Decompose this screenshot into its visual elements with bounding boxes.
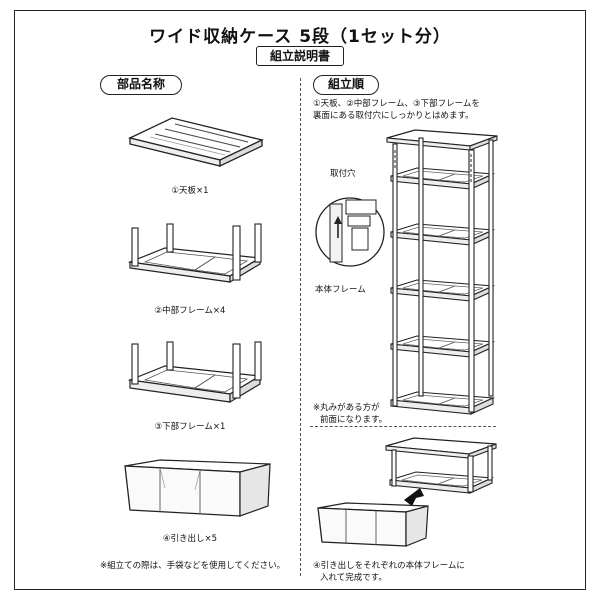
round-side-note-1: ※丸みがある方が <box>313 403 380 413</box>
mounting-hole-zoom-illustration <box>315 197 385 267</box>
page-title: ワイド収納ケース 5段（1セット分） <box>149 27 451 47</box>
drawer-illustration <box>124 459 271 517</box>
part-2-caption: ②中部フレーム×4 <box>154 306 226 316</box>
top-panel-illustration <box>128 117 264 168</box>
subtitle-label: 組立説明書 <box>256 46 344 66</box>
body-frame-label: 本体フレーム <box>315 285 366 295</box>
instruction-sheet <box>14 10 586 590</box>
column-divider <box>300 78 301 576</box>
step-1-line-1: ①天板、②中部フレーム、③下部フレームを <box>313 99 480 109</box>
step-1-line-2: 裏面にある取付穴にしっかりとはめます。 <box>313 111 474 121</box>
middle-frame-illustration <box>127 223 262 284</box>
insert-drawer-illustration <box>317 437 497 547</box>
assembly-stack-illustration <box>386 129 498 415</box>
bottom-frame-illustration <box>127 341 262 404</box>
step-2-line-1: ④引き出しをそれぞれの本体フレームに <box>313 561 465 571</box>
step-2-line-2: 入れて完成です。 <box>320 573 387 583</box>
glove-note: ※組立ての際は、手袋などを使用してください。 <box>100 561 286 571</box>
round-side-note-2: 前面になります。 <box>320 415 388 425</box>
parts-heading: 部品名称 <box>100 75 182 95</box>
assembly-heading: 組立順 <box>313 75 379 95</box>
part-3-caption: ③下部フレーム×1 <box>154 422 226 432</box>
part-4-caption: ④引き出し×5 <box>162 534 218 544</box>
mounting-hole-label: 取付穴 <box>330 169 356 179</box>
step-divider <box>310 426 496 427</box>
part-1-caption: ①天板×1 <box>171 186 209 196</box>
